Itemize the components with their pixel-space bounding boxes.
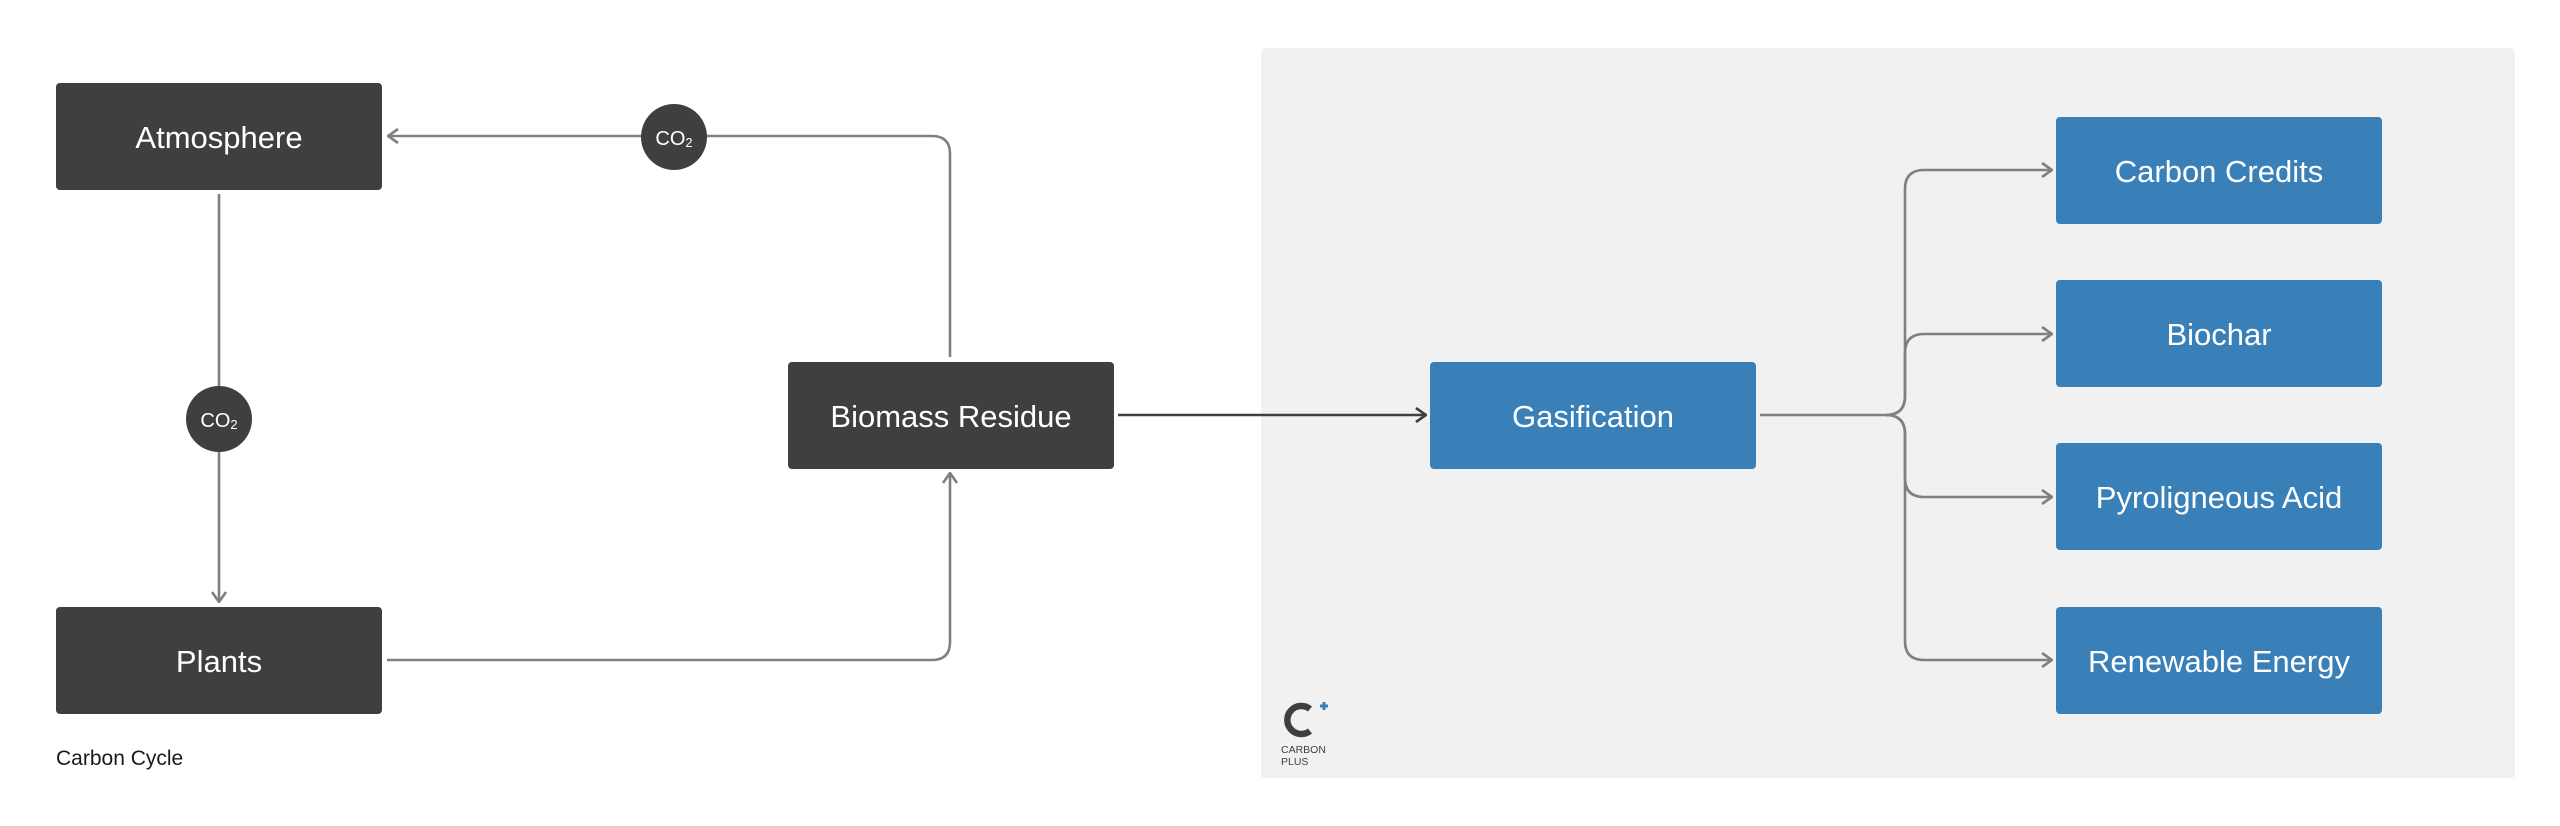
svg-text:Biochar: Biochar <box>2166 317 2271 352</box>
node-biomass-residue: Biomass Residue <box>788 362 1114 469</box>
edge-biomass-to-atmosphere <box>388 136 952 357</box>
edge-gasification-to-renewable-energy <box>1885 413 2052 660</box>
svg-text:PLUS: PLUS <box>1281 756 1308 768</box>
co2-badge-top: CO2 <box>641 104 707 170</box>
svg-text:Plants: Plants <box>176 644 262 679</box>
node-gasification: Gasification <box>1430 362 1756 469</box>
logo-c-mark <box>1284 702 1313 738</box>
svg-text:Carbon Credits: Carbon Credits <box>2115 154 2323 189</box>
node-plants: Plants <box>56 607 382 714</box>
diagram-caption: Carbon Cycle <box>56 747 183 770</box>
co2-badge-left: CO2 <box>186 386 252 452</box>
svg-text:Gasification: Gasification <box>1512 399 1674 434</box>
svg-text:Pyroligneous Acid: Pyroligneous Acid <box>2096 480 2342 515</box>
node-renewable-energy: Renewable Energy <box>2056 607 2382 714</box>
svg-text:CO2: CO2 <box>655 128 692 150</box>
node-carbon-credits: Carbon Credits <box>2056 117 2382 224</box>
process-panel <box>1261 48 2515 778</box>
svg-text:CARBON: CARBON <box>1281 744 1326 756</box>
svg-text:Biomass Residue: Biomass Residue <box>830 399 1071 434</box>
carbon-plus-logo: CARBON PLUS <box>1281 702 1328 768</box>
svg-text:Atmosphere: Atmosphere <box>135 120 302 155</box>
node-atmosphere: Atmosphere <box>56 83 382 190</box>
svg-text:CO2: CO2 <box>200 410 237 432</box>
node-biochar: Biochar <box>2056 280 2382 387</box>
logo-plus-icon <box>1320 702 1328 710</box>
edge-gasification-to-biochar <box>1885 334 2052 417</box>
node-pyroligneous-acid: Pyroligneous Acid <box>2056 443 2382 550</box>
edge-plants-to-biomass <box>387 473 950 662</box>
svg-text:Renewable Energy: Renewable Energy <box>2088 644 2350 679</box>
